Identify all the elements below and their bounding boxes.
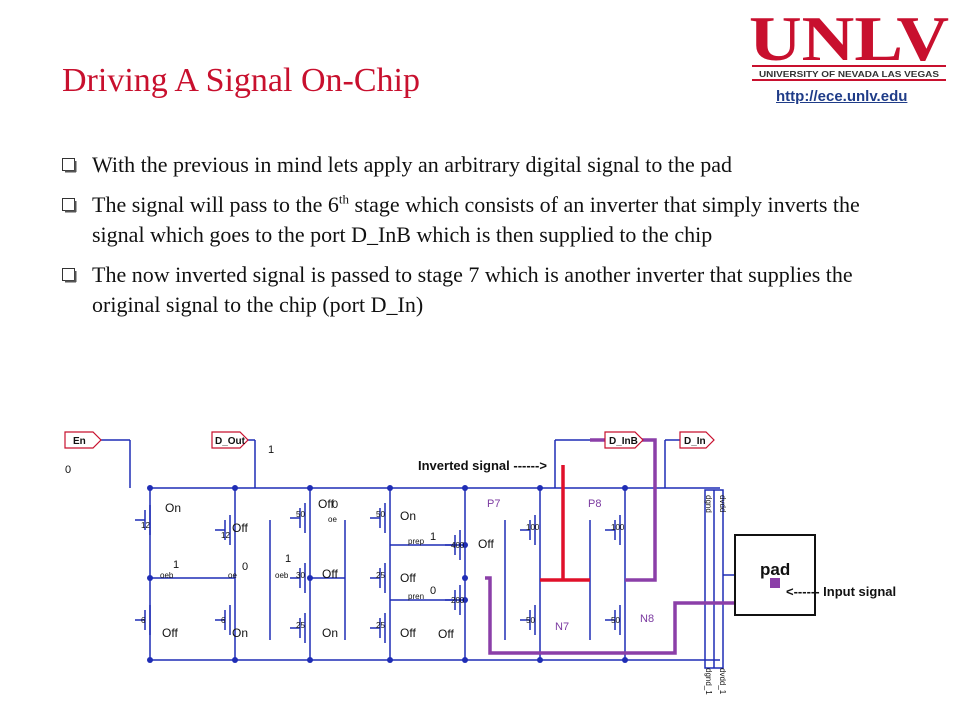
state-label: Off	[232, 521, 248, 535]
bullet-list: With the previous in mind lets apply an …	[62, 150, 892, 330]
en-value: 0	[65, 464, 71, 476]
node-one: 1	[430, 531, 436, 543]
dout-value: 1	[268, 444, 274, 456]
dgnd-label: dgnd	[704, 495, 713, 513]
size-label: 50	[296, 510, 305, 519]
svg-text:UNLV: UNLV	[749, 4, 949, 74]
size-label: 6	[221, 616, 226, 625]
pad-terminal	[770, 578, 780, 588]
checkbox-bullet-icon	[62, 158, 77, 173]
node-zero: 0	[332, 499, 338, 511]
p7-label: P7	[487, 498, 500, 510]
department-url[interactable]: http://ece.unlv.edu	[776, 88, 908, 105]
state-label: Off	[400, 626, 416, 640]
port-dinb-label: D_InB	[609, 436, 638, 447]
state-label: On	[232, 626, 248, 640]
state-label: Off	[322, 567, 338, 581]
unlv-logo: UNLV UNIVERSITY OF NEVADA LAS VEGAS	[749, 4, 949, 81]
checkbox-bullet-icon	[62, 198, 77, 213]
port-din-label: D_In	[684, 436, 706, 447]
port-dout: D_Out	[211, 431, 249, 449]
bullet-item: The signal will pass to the 6th stage wh…	[62, 190, 892, 250]
size-label: 6	[141, 616, 146, 625]
node-zero: 0	[242, 561, 248, 573]
size-label: 50	[611, 616, 620, 625]
svg-text:UNIVERSITY OF NEVADA LAS VEGAS: UNIVERSITY OF NEVADA LAS VEGAS	[759, 69, 939, 79]
prep-label: prep	[408, 537, 425, 546]
n7-label: N7	[555, 621, 569, 633]
node-one: 1	[285, 553, 291, 565]
state-label: Off	[478, 537, 494, 551]
oeb-label: oeb	[160, 571, 174, 580]
size-label: 200	[451, 596, 465, 605]
port-en: En	[64, 431, 102, 449]
size-label: 50	[376, 510, 385, 519]
state-label: On	[165, 501, 181, 515]
pad-label: pad	[760, 560, 790, 579]
size-label: 25	[376, 621, 385, 630]
junction-dots	[147, 485, 628, 663]
bullet-text: The now inverted signal is passed to sta…	[92, 262, 853, 317]
bullet-item: The now inverted signal is passed to sta…	[62, 260, 892, 320]
size-label: 30	[296, 571, 305, 580]
dvdd-label: dvdd	[718, 495, 727, 512]
size-label: 12	[141, 521, 150, 530]
bullet-item: With the previous in mind lets apply an …	[62, 150, 892, 180]
state-label: Off	[438, 627, 454, 641]
node-one: 1	[173, 559, 179, 571]
pad-box	[734, 534, 816, 616]
port-dout-label: D_Out	[215, 436, 246, 447]
state-label: Off	[318, 497, 334, 511]
p8-label: P8	[588, 498, 601, 510]
slide-title: Driving A Signal On-Chip	[62, 62, 420, 99]
port-din: D_In	[679, 431, 715, 449]
bullet-text: The signal will pass to the 6	[92, 192, 339, 217]
size-label: 400	[451, 541, 465, 550]
state-label: On	[322, 626, 338, 640]
dvdd-label: dvdd_1	[718, 668, 727, 695]
input-signal-label: <------ Input signal	[786, 584, 896, 599]
inverted-signal-label: Inverted signal ------>	[418, 458, 547, 473]
state-label: On	[400, 509, 416, 523]
bullet-text: With the previous in mind lets apply an …	[92, 152, 733, 177]
size-label: 25	[376, 571, 385, 580]
node-zero: 0	[430, 585, 436, 597]
bullet-text: stage which consists of an inverter that…	[92, 192, 860, 247]
inverted-node-highlight	[540, 465, 590, 582]
oeb-label: oeb	[275, 571, 289, 580]
size-label: 25	[296, 621, 305, 630]
state-label: Off	[162, 626, 178, 640]
size-label: 50	[526, 616, 535, 625]
checkbox-bullet-icon	[62, 268, 77, 283]
size-label: 100	[526, 523, 540, 532]
n8-label: N8	[640, 613, 654, 625]
oe-label: oe	[328, 515, 337, 524]
state-label: Off	[400, 571, 416, 585]
size-label: 100	[611, 523, 625, 532]
superscript: th	[338, 191, 349, 207]
port-en-label: En	[73, 436, 86, 447]
pren-label: pren	[408, 592, 424, 601]
size-label: 12	[221, 531, 230, 540]
oe-label: oe	[228, 571, 237, 580]
port-dinb: D_InB	[604, 431, 644, 449]
circuit-schematic: En D_Out D_InB D_In pad <------ Input si…	[64, 431, 896, 695]
dgnd-label: dgnd_1	[704, 668, 713, 695]
